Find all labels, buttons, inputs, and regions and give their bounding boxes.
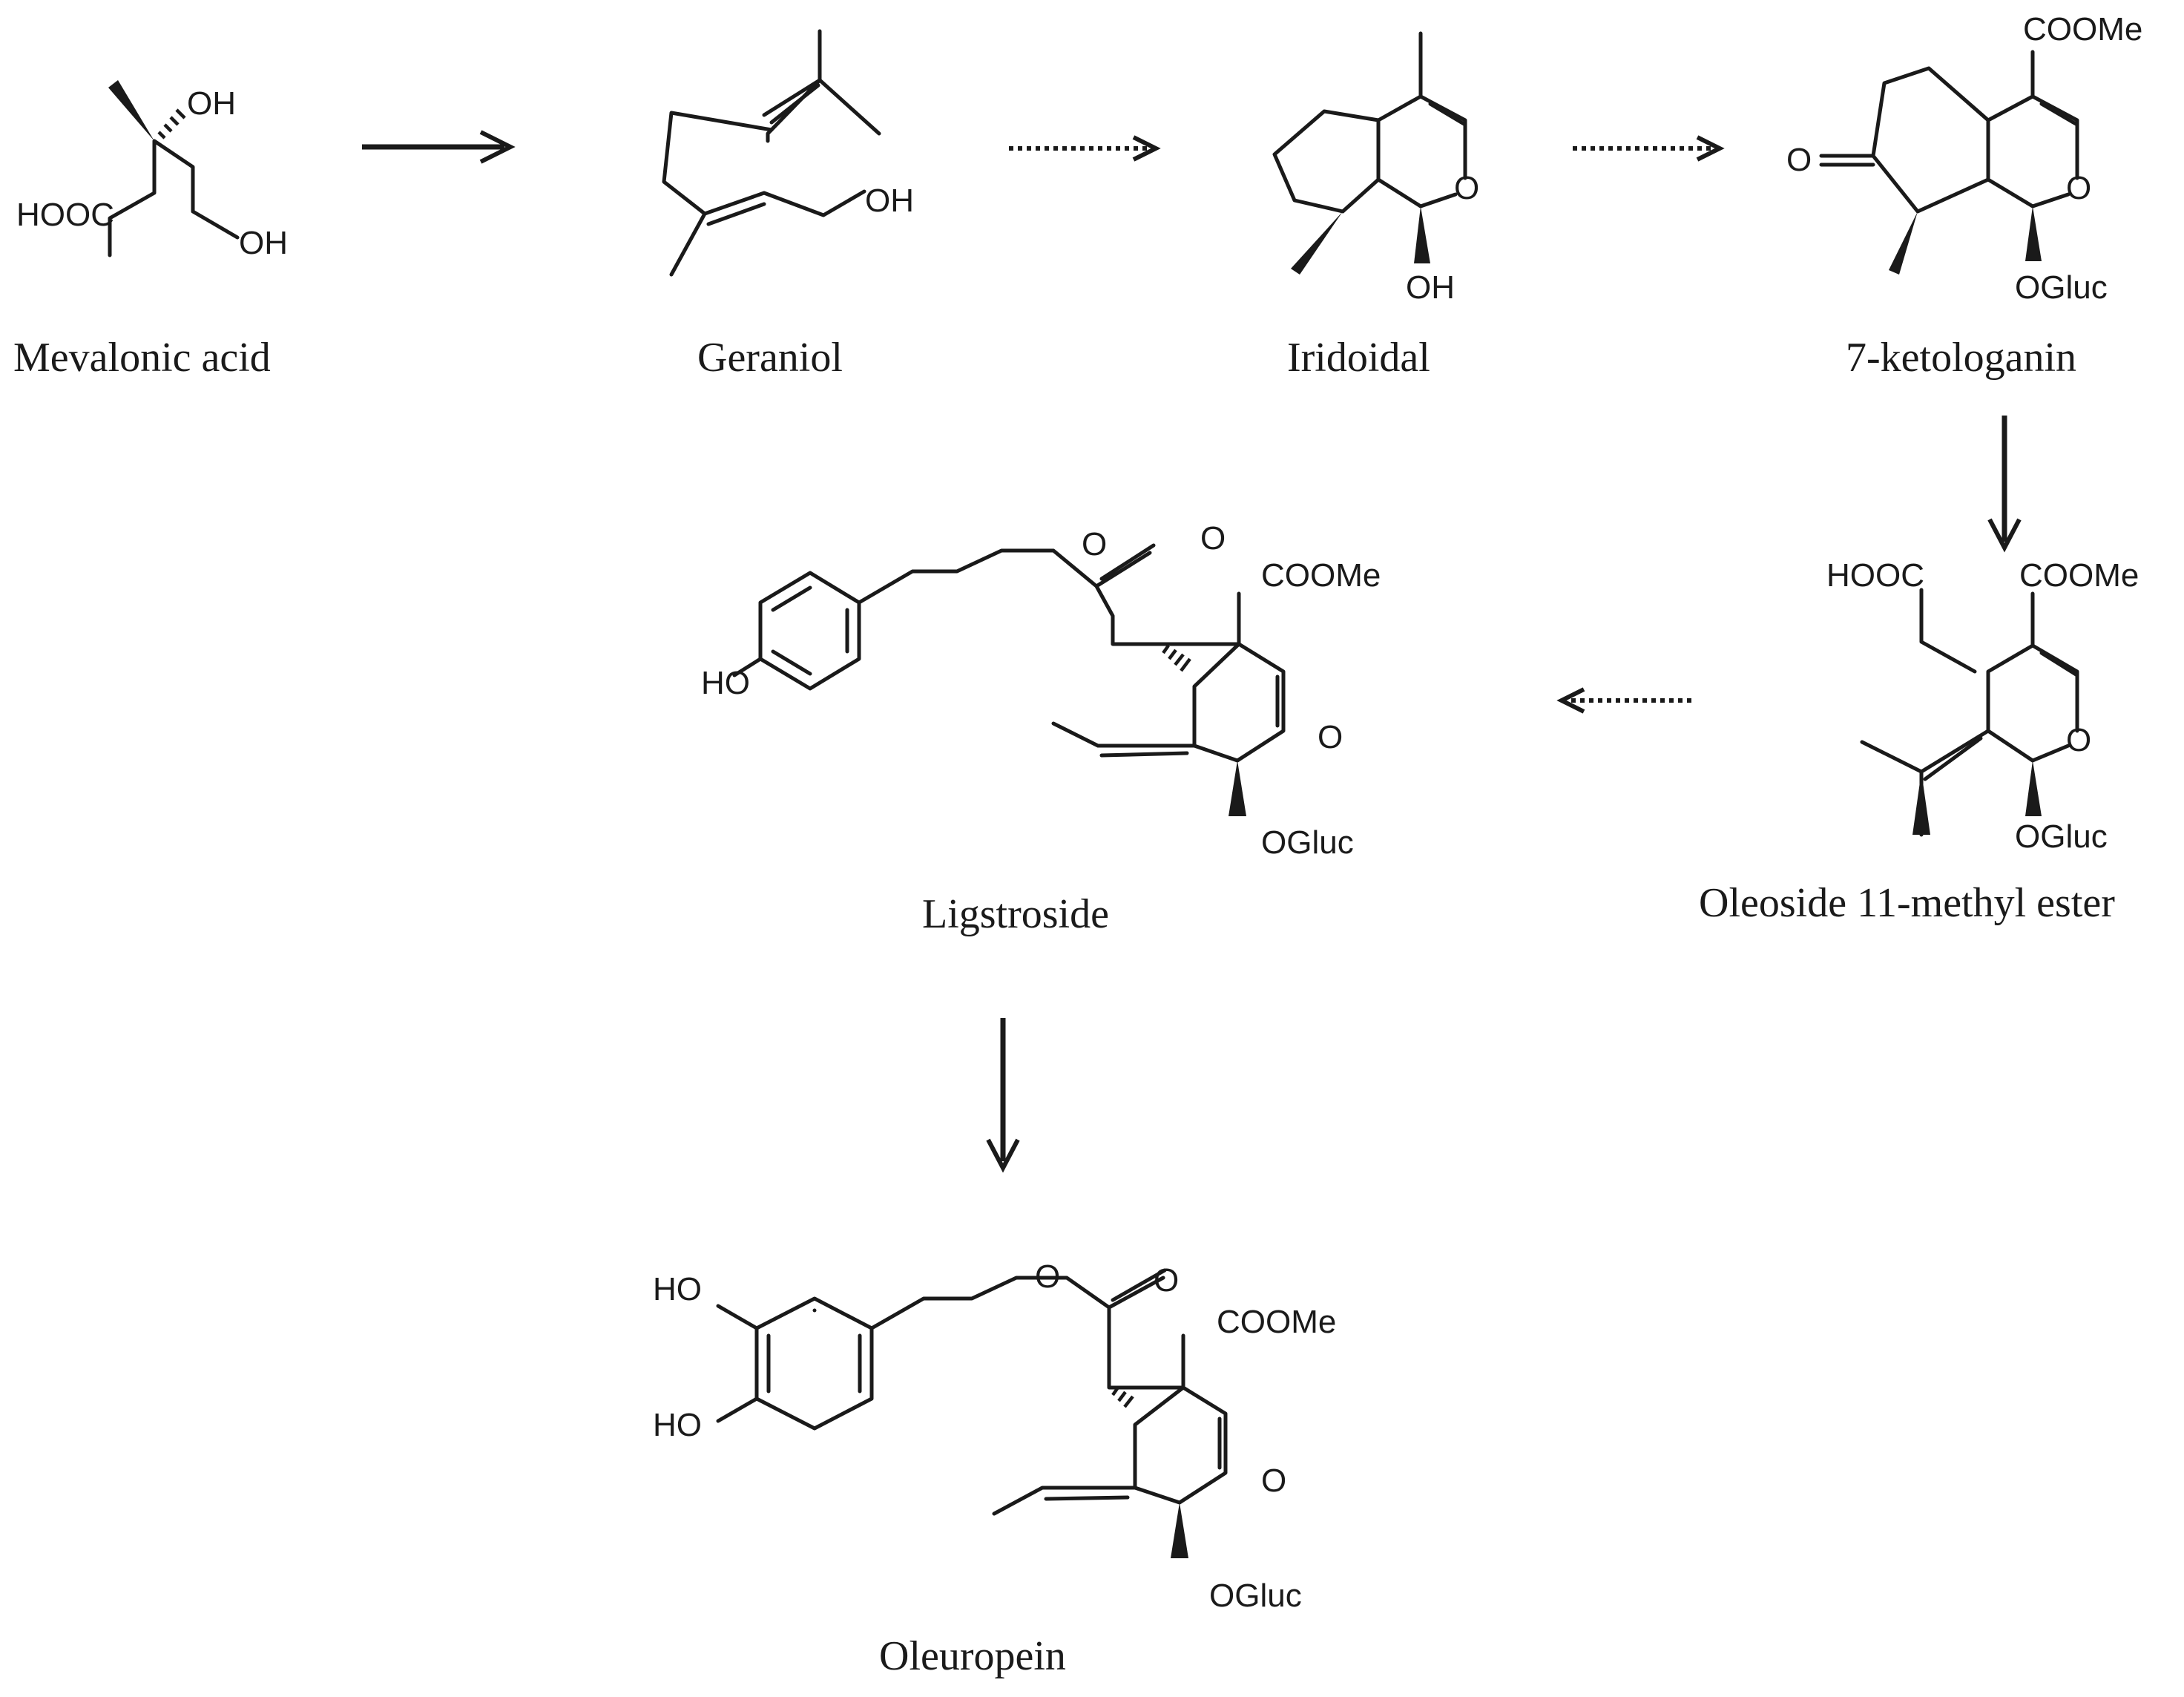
oleoside-methyl-ester-structure: HOOC COOMe O OGluc [1826,557,2139,855]
carbonyl-oxygen-label: O [1154,1262,1179,1299]
methyl-ester-label: COOMe [2023,11,2142,47]
compound-name-7-ketologanin: 7-ketologanin [1846,335,2076,381]
reaction-arrow-solid [1987,416,2022,553]
compound-name-ligstroside: Ligstroside [922,891,1109,937]
methyl-ester-label: COOMe [2019,557,2139,594]
ligstroside-structure: HO O O COOMe O OGluc [701,520,1381,861]
hydroxyl-label: OH [865,183,914,219]
oleuropein-structure: HO HO O O COOMe O OGluc [653,1258,1336,1614]
hydroxyl-label: OH [239,225,288,261]
glucoside-label: OGluc [1209,1578,1302,1614]
compound-name-mevalonic-acid: Mevalonic acid [13,335,271,381]
glucoside-label: OGluc [1261,824,1354,861]
hydroxyl-label: OH [1406,269,1455,306]
ketone-oxygen-label: O [1786,142,1812,178]
hydroxyl-label: HO [701,665,750,701]
geraniol-structure: OH [662,29,914,277]
reaction-arrow-dotted [1573,135,1725,162]
compound-name-iridoidal: Iridoidal [1287,335,1430,381]
carbonyl-oxygen-label: O [1200,520,1226,557]
carboxyl-label: HOOC [1826,557,1924,594]
hydroxyl-label: HO [653,1271,702,1307]
ester-oxygen-label: O [1035,1258,1060,1295]
carboxyl-label: HOOC [16,197,114,233]
ester-oxygen-label: O [1082,526,1107,562]
ring-oxygen-label: O [1261,1463,1286,1499]
ring-oxygen-label: O [1318,719,1343,755]
hydroxyl-label: OH [187,85,236,122]
ketologanin-structure: COOMe O O OGluc [1786,11,2142,306]
methyl-ester-label: COOMe [1261,557,1381,594]
hydroxyl-label: HO [653,1407,702,1443]
methyl-ester-label: COOMe [1217,1304,1336,1340]
reaction-arrow-dotted [1009,135,1161,162]
iridoidal-structure: O OH [1272,31,1479,306]
ring-oxygen-label: O [1454,170,1479,206]
mevalonic-acid-structure: OH HOOC OH [16,80,288,261]
glucoside-label: OGluc [2015,818,2108,855]
reaction-arrow-solid [986,1018,1020,1173]
compound-name-oleuropein: Oleuropein [879,1633,1066,1679]
compound-name-oleoside-11-methyl-ester: Oleoside 11-methyl ester [1699,880,2115,926]
ring-oxygen-label: O [2066,722,2091,758]
compound-name-geraniol: Geraniol [697,335,843,381]
ring-oxygen-label: O [2066,170,2091,206]
glucoside-label: OGluc [2015,269,2108,306]
reaction-arrow-dotted [1556,687,1691,714]
reaction-arrow-solid [362,130,516,164]
